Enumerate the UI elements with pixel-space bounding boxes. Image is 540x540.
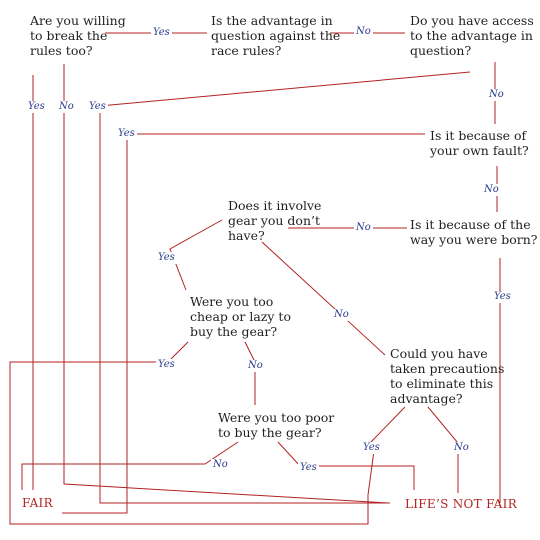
edge-q9-no <box>21 441 239 490</box>
label-q3-yes: Yes <box>87 101 108 113</box>
label-q5-yes: Yes <box>156 252 177 264</box>
label-q6-yes: Yes <box>492 291 513 303</box>
label-q7-no: No <box>246 360 265 372</box>
label-q1-yes: Yes <box>26 101 47 113</box>
label-q5-no-right: No <box>354 222 373 234</box>
outcome-lifes-not-fair: LIFE’S NOT FAIR <box>405 497 518 511</box>
question-way-born: Is it because of the way you were born? <box>410 217 538 247</box>
question-precautions: Could you have taken precautions to elim… <box>390 346 505 406</box>
label-q1-no: No <box>57 101 76 113</box>
question-break-rules: Are you willing to break the rules too? <box>30 13 126 58</box>
label-q7-yes: Yes <box>156 359 177 371</box>
edge-q3-yes <box>99 71 471 504</box>
label-q4-yes: Yes <box>116 128 137 140</box>
label-q8-no: No <box>452 442 471 454</box>
edge-q5-no-down <box>261 241 386 356</box>
label-q2-q3-no: No <box>354 26 373 38</box>
question-too-poor: Were you too poor to buy the gear? <box>218 410 335 440</box>
label-q1-q2-yes: Yes <box>151 27 172 39</box>
label-q9-no: No <box>211 459 230 471</box>
edge-q1-no <box>63 64 389 504</box>
edge-q5-yes <box>169 219 223 291</box>
label-q3-no: No <box>487 89 506 101</box>
question-cheap-lazy: Were you too cheap or lazy to buy the ge… <box>190 294 291 339</box>
question-involve-gear: Does it involve gear you don’t have? <box>228 198 322 243</box>
edge-q8-yes <box>369 406 406 444</box>
label-q5-no-down: No <box>332 309 351 321</box>
question-against-rules: Is the advantage in question against the… <box>211 13 341 58</box>
label-q9-yes: Yes <box>298 462 319 474</box>
question-own-fault: Is it because of your own fault? <box>430 128 529 158</box>
edge-q9-yes <box>277 441 415 490</box>
label-q8-yes: Yes <box>361 442 382 454</box>
label-q4-no: No <box>482 184 501 196</box>
edge-q7-no <box>244 341 256 405</box>
edge-q4-yes <box>62 133 425 514</box>
outcome-fair: FAIR <box>22 496 53 510</box>
question-have-access: Do you have access to the advantage in q… <box>410 13 534 58</box>
